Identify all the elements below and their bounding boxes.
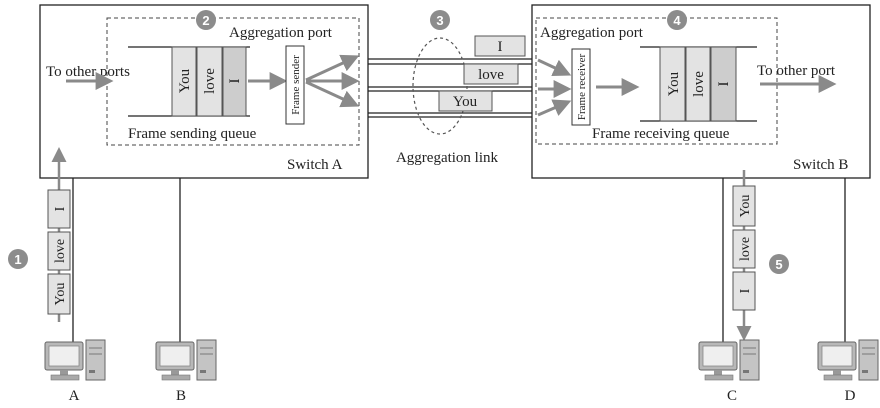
frame-love-a: love: [196, 46, 223, 117]
to-other-port-label: To other port: [757, 63, 836, 79]
switch-a-aggregation-port-label: Aggregation port: [229, 25, 333, 41]
receiver-arrow-top: [537, 58, 572, 77]
to-other-ports-label: To other ports: [46, 64, 130, 80]
host-c-frame-stack: You love I 5: [732, 170, 789, 341]
host-c-frame-you-text: You: [738, 195, 753, 218]
switch-a: Aggregation port To other ports You love…: [39, 4, 369, 179]
frame-you-a: You: [171, 46, 197, 117]
frame-you-a-text: You: [177, 68, 193, 93]
switch-a-label: Switch A: [287, 157, 343, 173]
frame-love-b-text: love: [691, 71, 707, 97]
frame-i-b-text: I: [716, 82, 732, 87]
link-frame-you: You: [438, 90, 493, 112]
frame-receiver-text: Frame receiver: [576, 54, 588, 121]
frame-receiving-queue-label: Frame receiving queue: [592, 126, 730, 142]
host-c-frame-i-text: I: [738, 288, 753, 293]
host-a-frame-you-text: You: [53, 283, 68, 306]
computer-d-icon: [817, 339, 879, 381]
sender-arrow-bottom: [305, 80, 360, 108]
frame-love-b: love: [685, 46, 711, 122]
frame-i-a-text: I: [227, 79, 243, 84]
link-frame-i: I: [474, 35, 526, 57]
host-a-frame-i: [47, 189, 71, 229]
computer-b-icon: [155, 339, 217, 381]
frame-sender-text: Frame sender: [290, 55, 302, 115]
step-5-badge: [769, 254, 789, 274]
link-frame-i-text: I: [498, 39, 503, 55]
step-1-badge: [8, 249, 28, 269]
frame-you-b-text: You: [666, 71, 682, 96]
host-a-frame-stack: I love You 1: [8, 147, 71, 322]
step-3-badge: [430, 10, 450, 30]
host-a-frame-love: [47, 231, 71, 271]
frame-sender: Frame sender: [285, 45, 305, 125]
link-frame-love-text: love: [478, 67, 504, 83]
step-4-badge: [667, 10, 687, 30]
receiver-arrow-bottom: [537, 99, 572, 117]
frame-i-a: I: [222, 46, 247, 117]
frame-receiver: Frame receiver: [571, 48, 591, 126]
frame-love-a-text: love: [202, 68, 218, 94]
host-a-label: A: [69, 388, 80, 404]
step-5-number: 5: [775, 257, 782, 272]
step-2-badge: [196, 10, 216, 30]
link-bundle-ellipse: [412, 37, 468, 135]
host-c-label: C: [727, 388, 737, 404]
computer-a-icon: [44, 339, 106, 381]
step-3-number: 3: [436, 13, 443, 28]
frame-you-b: You: [659, 46, 686, 122]
frame-sending-queue-label: Frame sending queue: [128, 126, 257, 142]
aggregation-link: I love You Aggregation link 3: [368, 10, 532, 166]
host-a-frame-i-text: I: [53, 206, 68, 211]
frame-i-b: I: [710, 46, 737, 122]
computer-c-icon: [698, 339, 760, 381]
switch-b-aggregation-port-label: Aggregation port: [540, 25, 644, 41]
switch-b-label: Switch B: [793, 157, 848, 173]
host-c-frame-love-text: love: [738, 237, 753, 261]
host-a-frame-you: [47, 273, 71, 315]
host-d-label: D: [845, 388, 856, 404]
switch-b: Aggregation port Frame receiver You love…: [531, 4, 871, 179]
host-b-label: B: [176, 388, 186, 404]
host-c-frame-love: [732, 229, 756, 269]
aggregation-link-label: Aggregation link: [396, 150, 499, 166]
host-c-frame-you: [732, 185, 756, 227]
host-c-frame-i: [732, 271, 756, 311]
link-frame-love: love: [463, 63, 519, 85]
step-4-number: 4: [673, 13, 681, 28]
host-a-frame-love-text: love: [53, 239, 68, 263]
switch-b-aggregation-port-box: [535, 17, 778, 145]
link-frame-you-text: You: [453, 94, 478, 110]
sender-arrow-top: [305, 54, 360, 82]
step-2-number: 2: [202, 13, 209, 28]
step-1-number: 1: [14, 252, 21, 267]
